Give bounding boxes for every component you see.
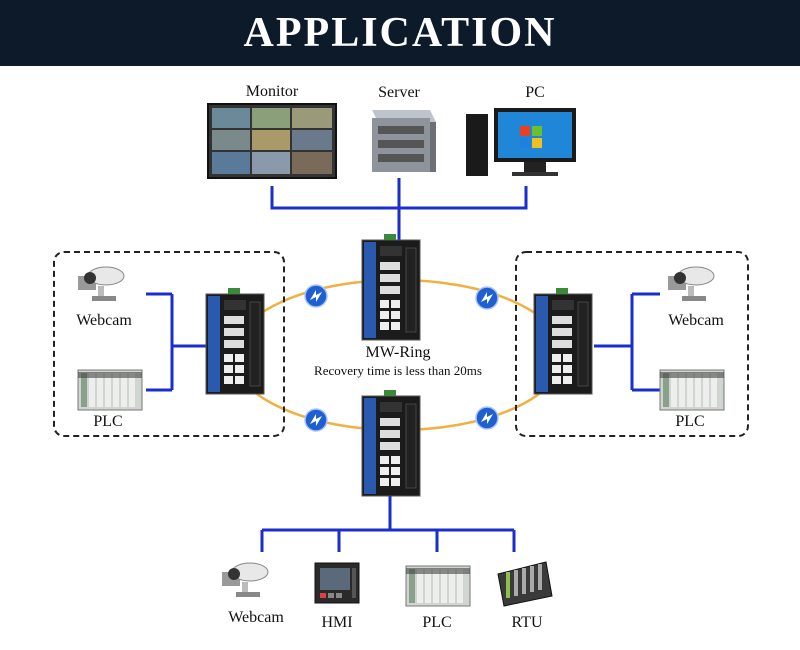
- plc-icon: [659, 369, 725, 411]
- bottom-webcam-label: Webcam: [228, 609, 284, 626]
- left-webcam-label: Webcam: [76, 312, 132, 329]
- left-group-box: [53, 251, 285, 437]
- left-plc-label: PLC: [93, 413, 122, 430]
- bottom-plc-label: PLC: [422, 614, 451, 631]
- link-icon: [304, 284, 328, 308]
- pc-label: PC: [525, 84, 545, 101]
- plc-icon: [405, 565, 471, 607]
- monitor-label: Monitor: [246, 83, 299, 100]
- ring-switch-top: [361, 233, 421, 341]
- ring-caption: Recovery time is less than 20ms: [314, 363, 482, 378]
- ring-name: MW-Ring: [366, 344, 431, 361]
- link-icon: [475, 406, 499, 430]
- right-webcam-label: Webcam: [668, 312, 724, 329]
- server-icon: [372, 110, 436, 172]
- rtu-icon: [497, 561, 553, 607]
- left-switch: [205, 287, 265, 395]
- bottom-hmi-label: HMI: [321, 614, 352, 631]
- bottom-rtu-label: RTU: [511, 614, 542, 631]
- page-title: APPLICATION: [243, 10, 557, 56]
- plc-icon: [77, 369, 143, 411]
- server-label: Server: [378, 84, 420, 101]
- hmi-icon: [314, 562, 360, 604]
- right-plc-label: PLC: [675, 413, 704, 430]
- ring-switch-bottom: [361, 389, 421, 497]
- pc-icon: [466, 108, 576, 176]
- right-switch: [533, 287, 593, 395]
- link-icon: [475, 286, 499, 310]
- webcam-icon: [77, 266, 125, 302]
- monitor-icon: [207, 103, 337, 179]
- link-icon: [304, 408, 328, 432]
- webcam-icon: [667, 266, 715, 302]
- right-group-box: [515, 251, 749, 437]
- header-bar: APPLICATION: [0, 0, 800, 66]
- webcam-icon: [221, 562, 269, 598]
